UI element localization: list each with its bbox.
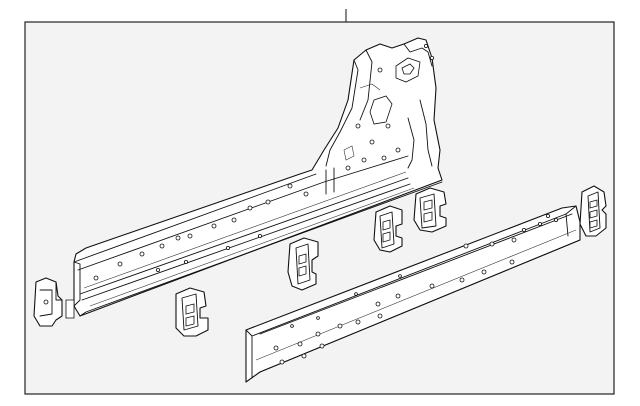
end-cap-right [579, 185, 607, 237]
bulkhead-mid-3 [413, 187, 447, 233]
bulkhead-front [175, 287, 209, 337]
inner-rocker-reinforcement [245, 205, 581, 383]
bulkhead-mid-1 [287, 237, 319, 291]
end-cap-left [33, 277, 75, 327]
outer-rocker-panel [73, 37, 443, 317]
bulkhead-mid-2 [373, 205, 403, 253]
